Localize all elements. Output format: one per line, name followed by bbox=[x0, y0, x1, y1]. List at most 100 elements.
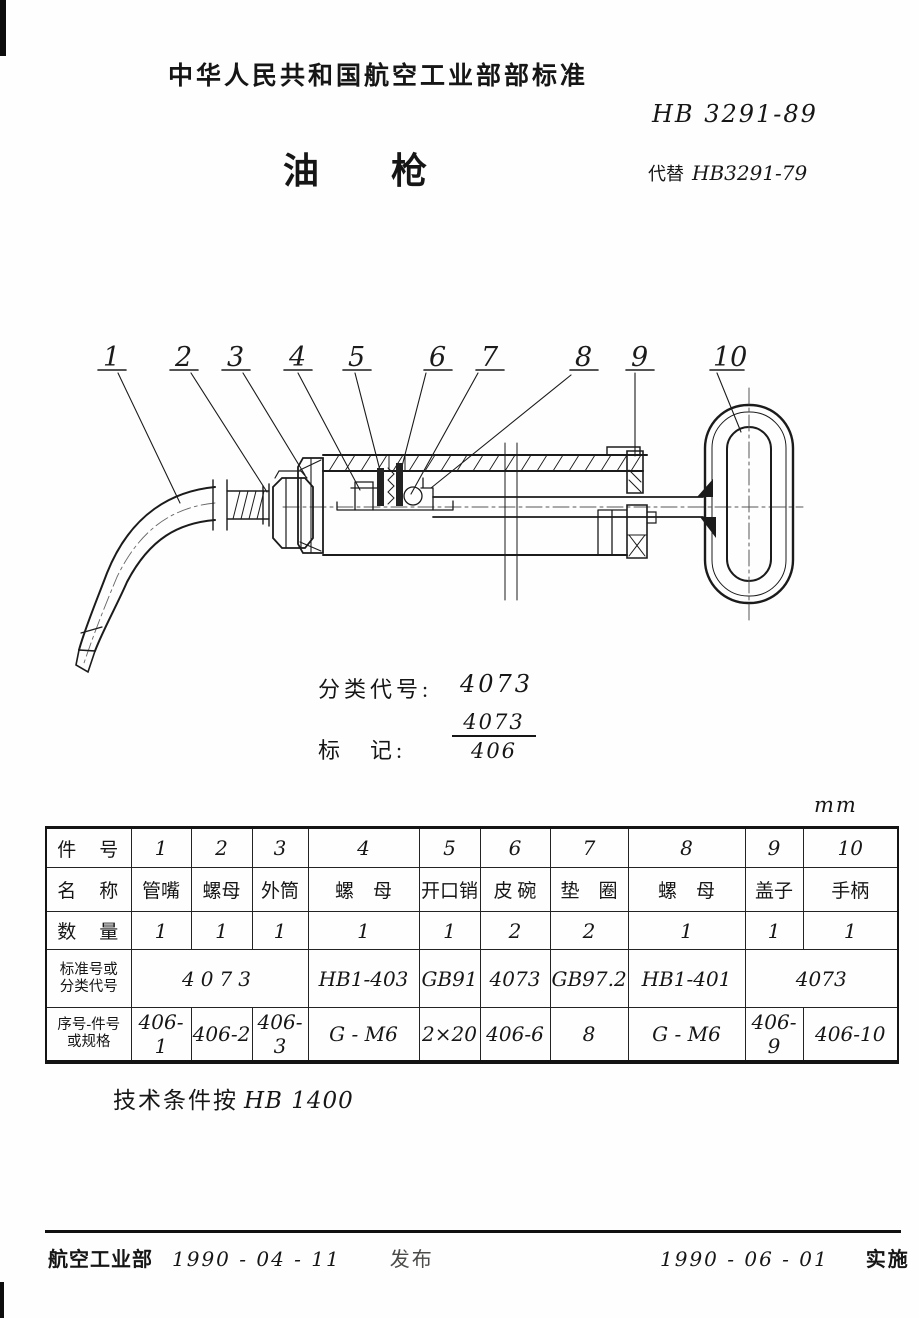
part-name-1: 管嘴 bbox=[130, 867, 192, 912]
standard-org-title: 中华人民共和国航空工业部部标准 bbox=[168, 63, 589, 90]
footer-impl-label: 实施 bbox=[865, 1249, 910, 1271]
standard-number: HB 3291-89 bbox=[652, 100, 818, 128]
callout-9: 9 bbox=[631, 342, 648, 373]
hex-nut bbox=[272, 470, 314, 549]
table-row-part-numbers: 件 号 1 2 3 4 5 6 7 8 9 10 bbox=[45, 827, 899, 868]
spout-break-lines bbox=[212, 479, 228, 531]
callout-1: 1 bbox=[103, 342, 120, 373]
part-code-1: 406-1 bbox=[130, 1007, 192, 1062]
end-cap bbox=[626, 450, 657, 559]
part-name-5: 开口销 bbox=[418, 867, 481, 912]
row-header-part-code-line2: 或规格 bbox=[67, 1033, 111, 1050]
footer-org: 航空工业部 bbox=[48, 1249, 153, 1271]
tech-note-label: 技术条件按 bbox=[113, 1088, 238, 1113]
quantity-8: 1 bbox=[627, 911, 746, 950]
callout-3: 3 bbox=[227, 342, 244, 373]
callout-5: 5 bbox=[348, 342, 365, 373]
part-name-6: 皮 碗 bbox=[479, 867, 551, 912]
row-header-standard-line2: 分类代号 bbox=[59, 978, 118, 995]
standard-5: GB91 bbox=[418, 949, 481, 1008]
footer-issue-info: 航空工业部 1990 - 04 - 11 发布 bbox=[48, 1243, 434, 1272]
part-number-4: 4 bbox=[307, 827, 420, 868]
part-number-10: 10 bbox=[802, 827, 899, 868]
parts-table: 件 号 1 2 3 4 5 6 7 8 9 10 名 称 管嘴 螺母 外筒 螺 … bbox=[45, 826, 899, 1064]
table-row-names: 名 称 管嘴 螺母 外筒 螺 母 开口销 皮 碗 垫 圈 螺 母 盖子 手柄 bbox=[45, 867, 899, 912]
part-name-2: 螺母 bbox=[190, 867, 253, 912]
standard-8: HB1-401 bbox=[627, 949, 746, 1008]
callout-2: 2 bbox=[174, 342, 192, 373]
row-header-part-number: 件 号 bbox=[45, 827, 132, 868]
barrel-top-plate bbox=[322, 446, 648, 472]
part-code-8: G - M6 bbox=[627, 1007, 746, 1062]
part-name-4: 螺 母 bbox=[307, 867, 420, 912]
part-code-9: 406-9 bbox=[744, 1007, 804, 1062]
unit-label: mm bbox=[814, 793, 858, 817]
part-number-5: 5 bbox=[418, 827, 481, 868]
row-header-part-code: 序号-件号 或规格 bbox=[45, 1007, 132, 1062]
callout-numbers: 1 2 3 4 5 6 7 8 9 10 bbox=[103, 342, 747, 373]
part-name-9: 盖子 bbox=[744, 867, 804, 912]
oil-gun-technical-drawing: 1 2 3 4 5 6 7 8 9 10 bbox=[75, 342, 804, 674]
part-number-2: 2 bbox=[190, 827, 253, 868]
replaces-value: HB3291-79 bbox=[692, 161, 808, 185]
callout-7: 7 bbox=[481, 342, 499, 373]
quantity-6: 2 bbox=[479, 911, 551, 950]
quantity-4: 1 bbox=[307, 911, 420, 950]
barrel-front-cap bbox=[297, 457, 324, 554]
quantity-3: 1 bbox=[251, 911, 309, 950]
part-name-7: 垫 圈 bbox=[549, 867, 629, 912]
part-number-8: 8 bbox=[627, 827, 746, 868]
part-code-3: 406-3 bbox=[251, 1007, 309, 1062]
part-number-6: 6 bbox=[479, 827, 551, 868]
tech-note-value: HB 1400 bbox=[244, 1088, 354, 1114]
part-code-6: 406-6 bbox=[479, 1007, 551, 1062]
part-number-7: 7 bbox=[549, 827, 629, 868]
piston-rod bbox=[432, 496, 704, 518]
callout-10: 10 bbox=[713, 342, 747, 373]
table-row-standards: 标准号或 分类代号 4073 HB1-403 GB91 4073 GB97.2 … bbox=[45, 949, 899, 1008]
part-code-4: G - M6 bbox=[307, 1007, 420, 1062]
footer-implementation-info: 1990 - 06 - 01 实施 bbox=[660, 1243, 910, 1272]
standard-1-3: 4073 bbox=[130, 949, 309, 1008]
part-number-3: 3 bbox=[251, 827, 309, 868]
classification-label: 分类代号: bbox=[318, 677, 433, 702]
leader-lines bbox=[117, 372, 742, 504]
classification-value: 4073 bbox=[460, 670, 534, 698]
callout-8: 8 bbox=[575, 342, 592, 373]
part-name-8: 螺 母 bbox=[627, 867, 746, 912]
piston-assembly bbox=[336, 454, 454, 511]
quantity-7: 2 bbox=[549, 911, 629, 950]
marking-label: 标 记: bbox=[318, 738, 407, 763]
standard-4: HB1-403 bbox=[307, 949, 420, 1008]
table-row-quantities: 数 量 1 1 1 1 1 2 2 1 1 1 bbox=[45, 911, 899, 950]
callout-6: 6 bbox=[429, 342, 446, 373]
row-header-quantity: 数 量 bbox=[45, 911, 132, 950]
standard-6: 4073 bbox=[479, 949, 551, 1008]
row-header-standard: 标准号或 分类代号 bbox=[45, 949, 132, 1008]
quantity-10: 1 bbox=[802, 911, 899, 950]
scan-artifact-bottom-left bbox=[0, 1282, 4, 1318]
t-handle bbox=[697, 387, 795, 623]
table-row-part-codes: 序号-件号 或规格 406-1 406-2 406-3 G - M6 2×20 … bbox=[45, 1007, 899, 1062]
callout-4: 4 bbox=[288, 342, 306, 373]
footer-issue-date: 1990 - 04 - 11 bbox=[172, 1247, 341, 1271]
part-code-2: 406-2 bbox=[190, 1007, 253, 1062]
row-header-name: 名 称 bbox=[45, 867, 132, 912]
part-number-9: 9 bbox=[744, 827, 804, 868]
threaded-fitting bbox=[226, 483, 270, 527]
standard-7: GB97.2 bbox=[549, 949, 629, 1008]
part-code-5: 2×20 bbox=[418, 1007, 481, 1062]
section-break-lines bbox=[504, 442, 518, 601]
marking-numerator: 4073 bbox=[452, 710, 536, 737]
marking-denominator: 406 bbox=[470, 739, 518, 763]
footer-rule bbox=[45, 1230, 901, 1233]
standard-9-10: 4073 bbox=[744, 949, 899, 1008]
document-title: 油 枪 bbox=[283, 151, 428, 191]
part-code-7: 8 bbox=[549, 1007, 629, 1062]
scan-artifact-top-left bbox=[0, 0, 6, 56]
row-header-part-code-line1: 序号-件号 bbox=[57, 1017, 121, 1034]
footer-impl-date: 1990 - 06 - 01 bbox=[660, 1247, 829, 1271]
